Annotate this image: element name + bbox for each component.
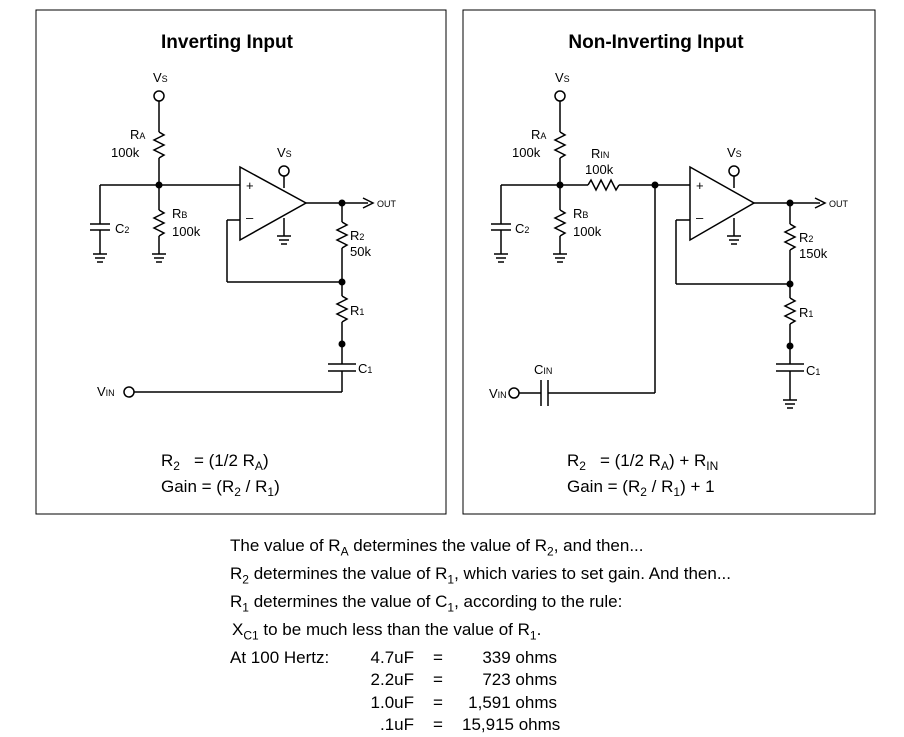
right-junctions [556, 181, 794, 350]
reactance-row-0: At 100 Hertz: 4.7uF = 339 ohms [230, 647, 890, 670]
equals-sign: = [433, 670, 443, 690]
right-r1-label: R1 [799, 305, 813, 320]
reactance-value: 339 ohms [482, 647, 557, 667]
left-formula-r2: R2= (1/2 RA) [161, 451, 269, 473]
right-out-label: OUT [829, 199, 849, 209]
capacitance-value: 4.7uF [370, 647, 414, 667]
right-panel-frame [462, 9, 876, 515]
right-rb-label: RB [573, 206, 588, 221]
left-minus-sign: – [246, 210, 254, 225]
right-rin-value: 100k [585, 162, 614, 177]
left-ra-value: 100k [111, 145, 140, 160]
left-rb-value: 100k [172, 224, 201, 239]
right-c1-label: C1 [806, 363, 820, 378]
reactance-value: 723 ohms [482, 670, 557, 690]
left-vs-top-label: VS [153, 70, 168, 85]
note-line-4: XC1 to be much less than the value of R1… [232, 619, 542, 643]
table-label: At 100 Hertz: [230, 647, 330, 667]
right-vin-label: VIN [489, 386, 507, 401]
right-r2-label: R2 [799, 230, 813, 245]
left-vs-amp-label: VS [277, 145, 292, 160]
right-formula-gain: Gain = (R2 / R1) + 1 [567, 477, 715, 499]
note-line-2: R2 determines the value of R1, which var… [230, 563, 731, 587]
right-title: Non-Inverting Input [568, 32, 744, 53]
right-rin-label: RIN [591, 146, 609, 161]
equals-sign: = [433, 647, 443, 667]
left-panel-frame [35, 9, 447, 515]
reactance-value: 1,591 ohms [468, 692, 557, 712]
non-inverting-input-panel: Non-Inverting Input [462, 9, 876, 515]
left-r1-label: R1 [350, 303, 364, 318]
capacitance-value: .1uF [379, 715, 414, 735]
note-line-1: The value of RA determines the value of … [230, 536, 644, 559]
left-formula-gain: Gain = (R2 / R1) [161, 477, 280, 499]
right-plus-sign: + [696, 178, 704, 193]
left-out-label: OUT [377, 199, 397, 209]
reactance-row-3: .1uF = 15,915 ohms [230, 714, 890, 737]
reactance-row-1: 2.2uF = 723 ohms [230, 669, 890, 692]
right-r2-value: 150k [799, 246, 828, 261]
note-line-3: R1 determines the value of C1, according… [230, 591, 623, 615]
right-vs-amp-label: VS [727, 145, 742, 160]
equals-sign: = [433, 715, 443, 735]
right-wires [491, 90, 827, 409]
equals-sign: = [433, 692, 443, 712]
left-vin-label: VIN [97, 384, 115, 399]
right-rb-value: 100k [573, 224, 602, 239]
inverting-input-panel: Inverting Input [35, 9, 447, 515]
left-rb-label: RB [172, 206, 187, 221]
reactance-value: 15,915 ohms [462, 715, 561, 735]
left-c2-label: C2 [115, 221, 129, 236]
right-cin-label: CIN [534, 362, 552, 377]
left-ra-label: RA [130, 127, 145, 142]
left-plus-sign: + [246, 178, 254, 193]
right-ra-value: 100k [512, 145, 541, 160]
left-r2-value: 50k [350, 244, 371, 259]
right-ra-label: RA [531, 127, 546, 142]
right-formula-r2: R2= (1/2 RA) + RIN [567, 451, 718, 473]
right-minus-sign: – [696, 210, 704, 225]
reactance-row-2: 1.0uF = 1,591 ohms [230, 692, 890, 715]
left-c1-label: C1 [358, 361, 372, 376]
left-title: Inverting Input [161, 32, 294, 53]
capacitance-value: 1.0uF [370, 692, 414, 712]
left-junctions [155, 181, 346, 348]
right-vs-top-label: VS [555, 70, 570, 85]
capacitance-value: 2.2uF [370, 670, 414, 690]
explanation-notes: The value of RA determines the value of … [230, 535, 890, 737]
left-r2-label: R2 [350, 228, 364, 243]
right-c2-label: C2 [515, 221, 529, 236]
left-wires [90, 90, 375, 398]
